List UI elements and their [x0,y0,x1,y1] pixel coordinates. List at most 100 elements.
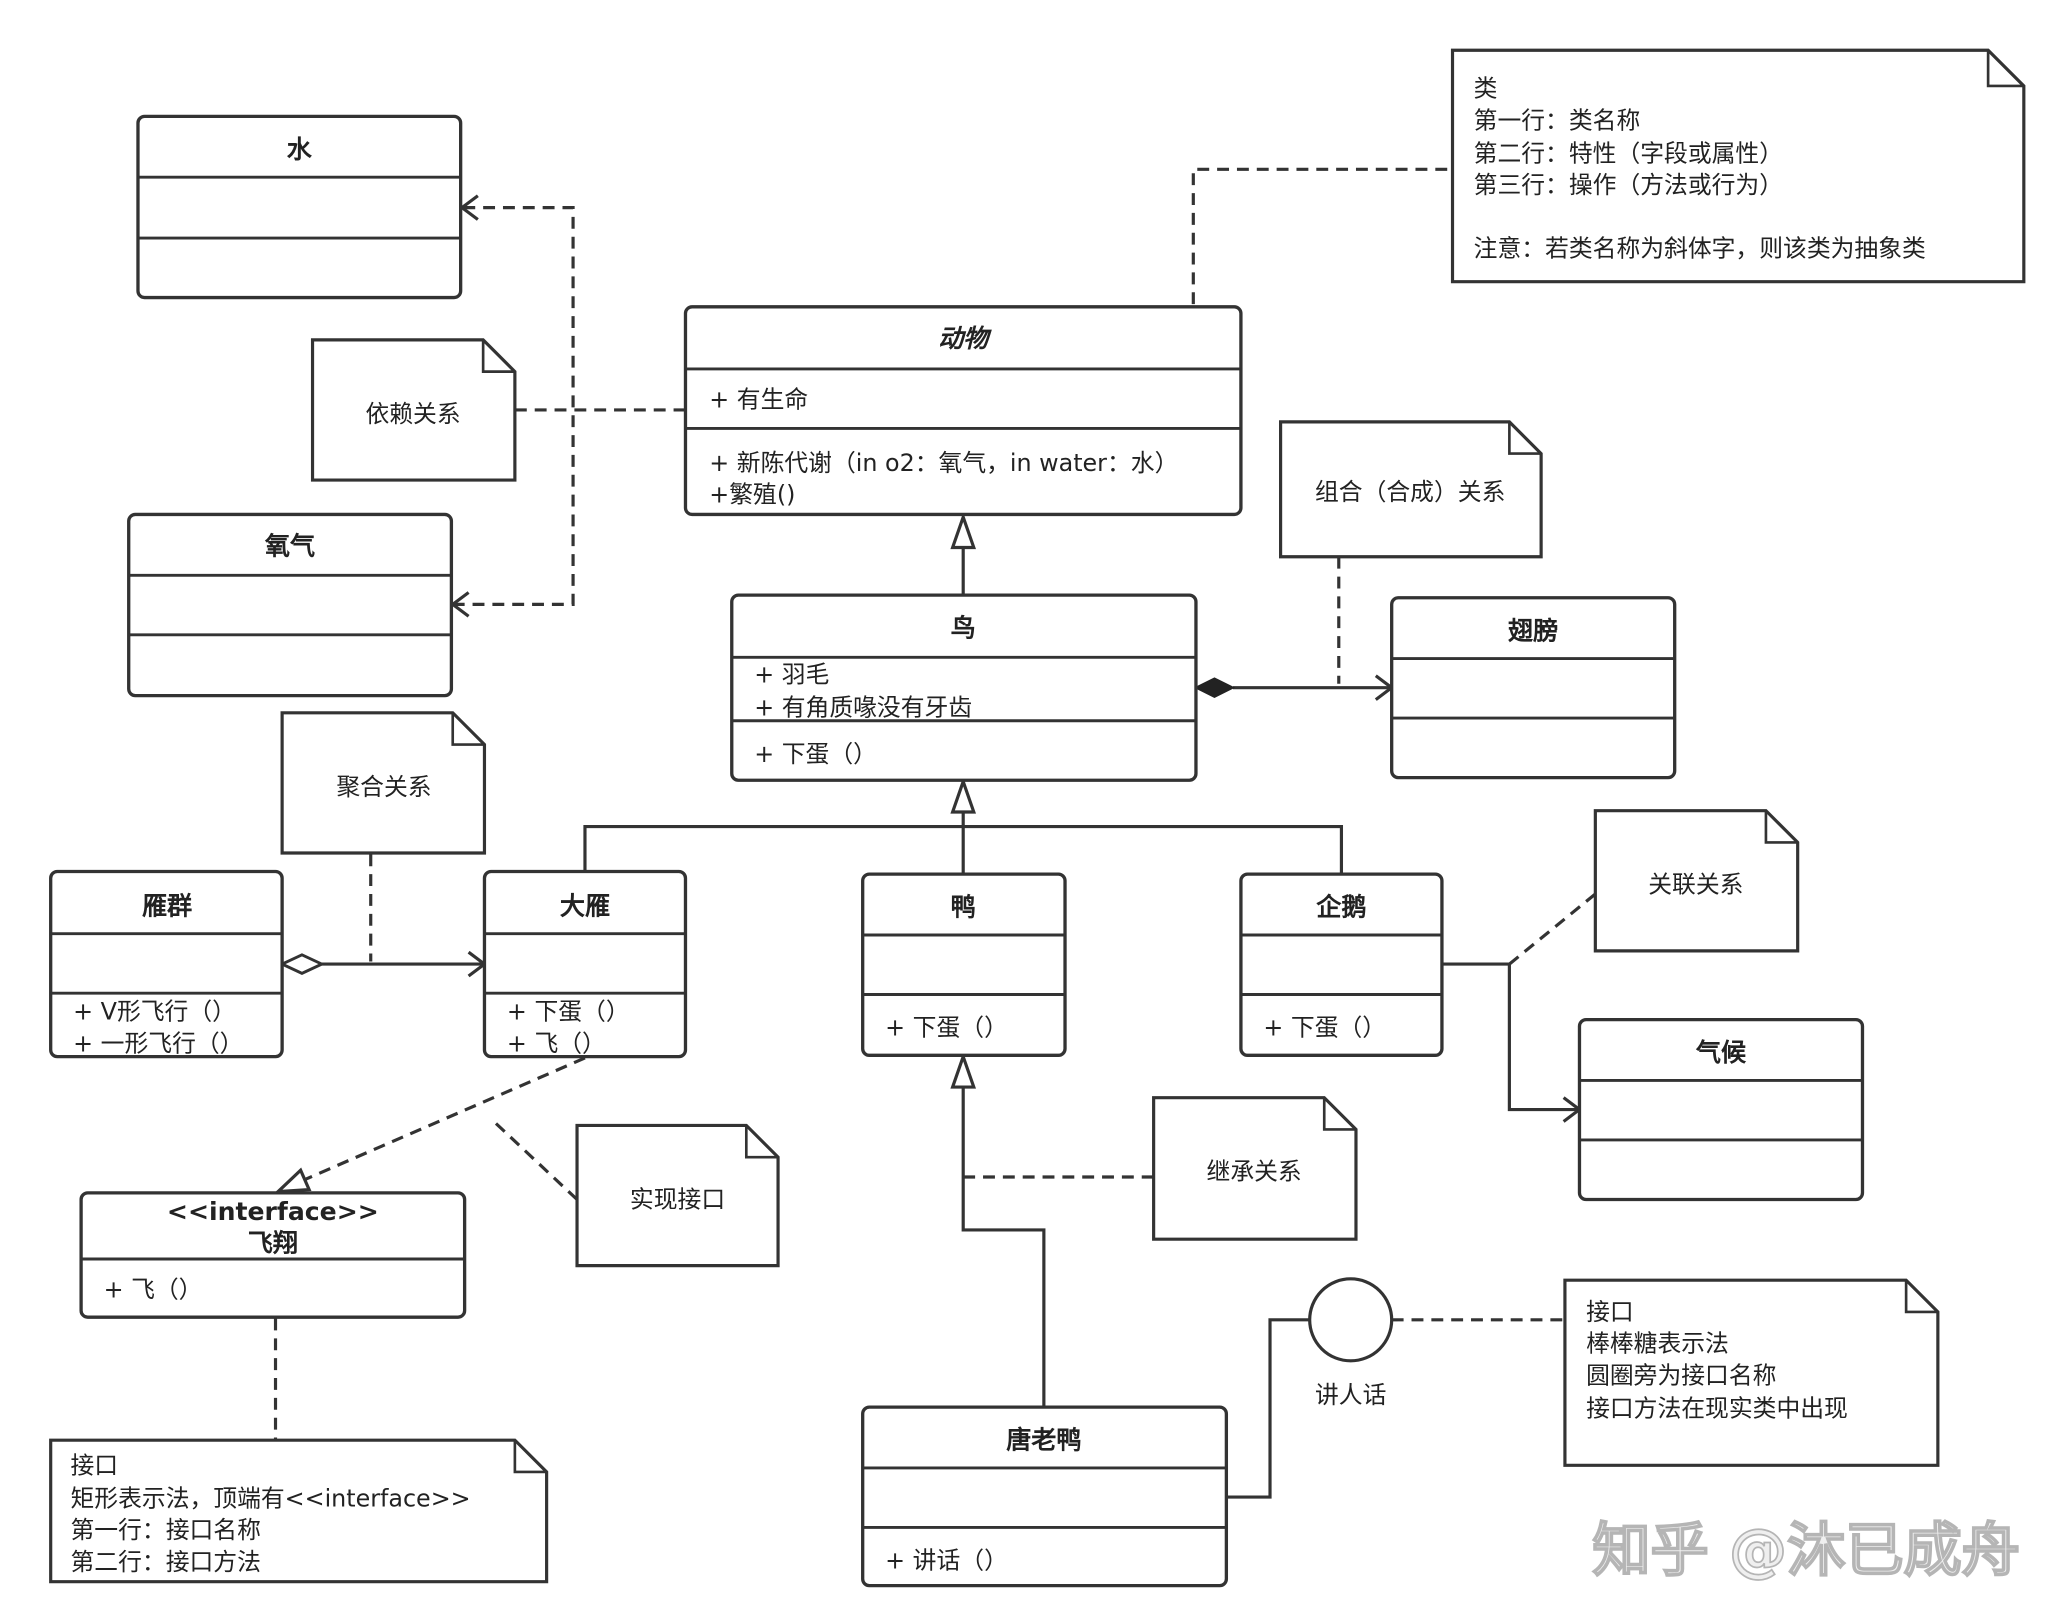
class-wild-goose: 大雁 + 下蛋（） + 飞（） [482,869,688,1059]
note-shape [1279,420,1543,559]
class-duck: 鸭 + 下蛋（） [861,872,1067,1057]
note-shape [1593,809,1800,953]
note-text: 实现接口 [630,1185,725,1213]
note-realization: 实现接口 [575,1123,780,1268]
note-interface-legend: 接口 矩形表示法，顶端有<<interface>> 第一行：接口名称 第二行：接… [49,1438,549,1584]
note-text: 聚合关系 [336,773,431,801]
note-line: 第一行：接口名称 [71,1516,261,1544]
note-lollipop-legend: 接口 棒棒糖表示法 圆圈旁为接口名称 接口方法在现实类中出现 [1563,1278,1940,1467]
note-shape [575,1123,780,1268]
class-name: 气候 [1696,1038,1747,1067]
class-box [730,593,1198,782]
note-fold [1322,1097,1356,1131]
interface-stereotype: <<interface>> [167,1197,379,1226]
note-line: 第三行：操作（方法或行为） [1474,171,1783,199]
class-box [136,114,463,300]
note-line: 矩形表示法，顶端有<<interface>> [71,1484,471,1512]
realization-note-link [491,1118,579,1201]
class-goose-flock: 雁群 + V形飞行（） + 一形飞行（） [49,869,284,1059]
note-text: 关联关系 [1648,871,1743,899]
note-fold [513,1440,547,1474]
class-name: 翅膀 [1508,616,1558,645]
note-line: 接口 [1586,1298,1634,1326]
note-shape [1450,48,2026,284]
note-association: 关联关系 [1593,809,1800,953]
class-donald-duck: 唐老鸭 + 讲话（） [861,1405,1229,1588]
class-operation: + 一形飞行（） [73,1029,243,1057]
note-text: 依赖关系 [365,400,460,428]
note-text: 组合（合成）关系 [1315,478,1505,506]
note-line: 第二行：接口方法 [71,1548,261,1576]
note-line: 圆圈旁为接口名称 [1586,1361,1776,1389]
note-fold [744,1125,779,1159]
note-line: 注意：若类名称为斜体字，则该类为抽象类 [1474,235,1926,263]
association-note-link [1508,892,1597,966]
note-line: 类 [1474,75,1498,103]
generalization-donald-duck-line [961,1087,1046,1408]
class-name: 大雁 [560,891,610,920]
class-name: 鸟 [951,614,976,643]
interface-flying: <<interface>> 飞翔 + 飞（） [79,1191,467,1319]
note-shape [1152,1096,1358,1241]
class-name-abstract: 动物 [938,324,992,353]
class-operation: + 下蛋（） [507,998,630,1026]
class-name: 唐老鸭 [1006,1426,1081,1455]
class-box [482,869,688,1059]
note-shape [310,338,517,482]
class-bird: 鸟 + 羽毛 + 有角质喙没有牙齿 + 下蛋（） [730,593,1198,782]
note-fold [1508,421,1542,455]
note-fold [451,712,485,746]
note-fold [1986,50,2024,88]
note-line: 接口 [71,1451,119,1479]
interface-operation: + 飞（） [104,1275,203,1303]
lollipop-line [1226,1318,1310,1499]
note-class-legend: 类 第一行：类名称 第二行：特性（字段或属性） 第三行：操作（方法或行为） 注意… [1450,48,2026,284]
class-operation: +繁殖() [709,481,795,509]
class-operation: + 下蛋（） [885,1014,1008,1042]
aggregation-diamond [278,953,326,975]
class-operation: + 下蛋（） [1263,1014,1386,1042]
note-inheritance: 继承关系 [1152,1096,1358,1241]
class-name: 雁群 [142,891,192,920]
watermark: 知乎 @沐已成舟 [1592,1516,2019,1584]
class-operation: + V形飞行（） [73,998,236,1026]
note-dependency: 依赖关系 [310,338,517,482]
class-attribute: + 有角质喙没有牙齿 [754,694,972,722]
generalization-subclasses-bird-arrowhead [950,776,977,814]
class-name: 鸭 [951,893,976,922]
lollipop-label: 讲人话 [1315,1381,1386,1409]
connectors: 讲人话 [273,167,1597,1499]
interface-box [79,1191,467,1319]
class-penguin: 企鹅 + 下蛋（） [1239,872,1444,1057]
note-fold [1904,1280,1938,1314]
class-box [683,305,1243,517]
class-wings: 翅膀 [1390,596,1677,780]
class-attribute: + 羽毛 [754,660,829,688]
note-text: 继承关系 [1207,1158,1302,1186]
note-line: 棒棒糖表示法 [1586,1330,1729,1358]
note-fold [1764,810,1798,844]
class-box [861,872,1067,1057]
class-legend-note-link [1191,167,1453,305]
class-attribute: + 有生命 [709,385,808,413]
interface-name: 飞翔 [248,1229,298,1258]
class-climate: 气候 [1577,1017,1865,1202]
composition-diamond [1193,677,1236,699]
note-shape [280,711,487,855]
generalization-branch-line [583,824,1344,875]
note-aggregation: 聚合关系 [280,711,487,855]
class-name: 水 [287,135,313,164]
dependency-line [454,206,575,606]
note-line: 接口方法在现实类中出现 [1586,1394,1848,1422]
class-box [1577,1017,1865,1202]
note-shape [49,1438,549,1584]
class-operation: + 新陈代谢（in o2：氧气，in water：水） [709,449,1178,477]
class-box [127,512,454,698]
generalization-bird-animal-arrowhead [950,512,977,550]
class-water: 水 [136,114,463,300]
class-animal: 动物 + 有生命 + 新陈代谢（in o2：氧气，in water：水） +繁殖… [683,305,1243,517]
class-operation: + 下蛋（） [754,740,877,768]
note-shape [1563,1278,1940,1467]
class-operation: + 讲话（） [885,1547,1008,1575]
class-box [1390,596,1677,780]
